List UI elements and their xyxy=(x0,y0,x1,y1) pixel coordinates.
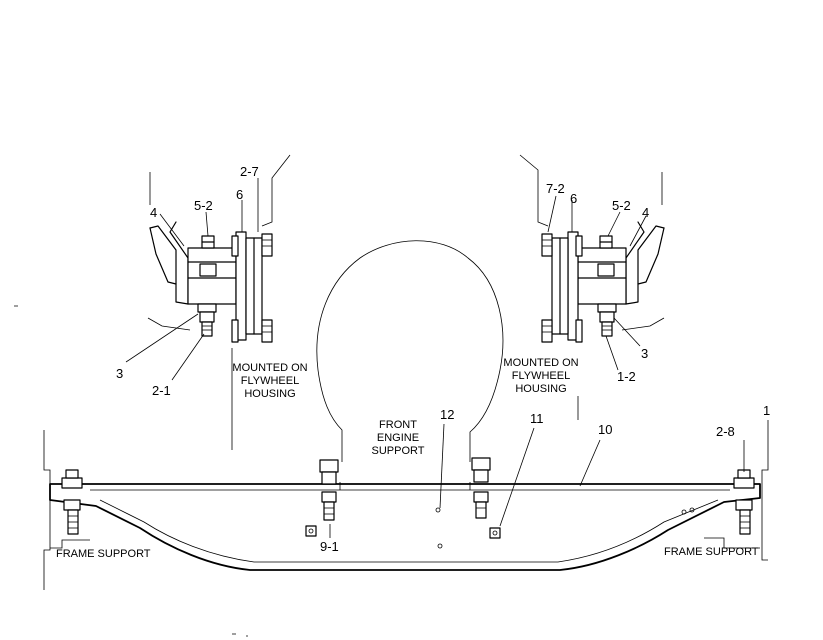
center-support-bolts xyxy=(305,457,501,539)
callout-2-1: 2-1 xyxy=(152,383,171,398)
left-rear-mount xyxy=(147,154,291,450)
callout-2-8: 2-8 xyxy=(716,424,735,439)
front-support-note-line-3: SUPPORT xyxy=(372,445,425,457)
callout-4-right: 4 xyxy=(642,205,649,220)
callout-6-left: 6 xyxy=(236,187,243,202)
callout-4-left: 4 xyxy=(150,205,157,220)
frame-support-label-right: FRAME SUPPORT xyxy=(664,546,759,558)
left-frame-support xyxy=(43,430,90,590)
callout-9-1: 9-1 xyxy=(320,539,339,554)
callout-10: 10 xyxy=(598,422,612,437)
front-engine-support-outline xyxy=(316,240,504,462)
callout-2-7: 2-7 xyxy=(240,164,259,179)
callout-5-2-right: 5-2 xyxy=(612,198,631,213)
left-leaders xyxy=(125,178,259,381)
front-support-note-line-2: ENGINE xyxy=(377,432,419,444)
left-mount-note-line-2: FLYWHEEL xyxy=(241,375,299,387)
callout-11: 11 xyxy=(530,411,544,426)
callout-5-2-left: 5-2 xyxy=(194,198,213,213)
callout-7-2: 7-2 xyxy=(546,181,565,196)
callout-3-right: 3 xyxy=(641,346,648,361)
callout-3-left: 3 xyxy=(116,366,123,381)
front-support-note-line-1: FRONT xyxy=(379,419,417,431)
left-mount-note-line-1: MOUNTED ON xyxy=(232,362,307,374)
right-leaders xyxy=(547,195,647,371)
right-mount-note-line-2: FLYWHEEL xyxy=(512,370,570,382)
right-mount-note-line-3: HOUSING xyxy=(515,383,566,395)
frame-support-label-left: FRAME SUPPORT xyxy=(56,548,151,560)
callout-6-right: 6 xyxy=(570,191,577,206)
right-mount-note-line-1: MOUNTED ON xyxy=(503,357,578,369)
lower-leaders xyxy=(329,423,745,538)
left-mount-note-line-3: HOUSING xyxy=(244,388,295,400)
callout-1: 1 xyxy=(763,403,770,418)
crossmember xyxy=(49,482,761,571)
callout-12: 12 xyxy=(440,407,454,422)
right-rear-mount xyxy=(519,154,665,420)
callout-1-2: 1-2 xyxy=(617,369,636,384)
